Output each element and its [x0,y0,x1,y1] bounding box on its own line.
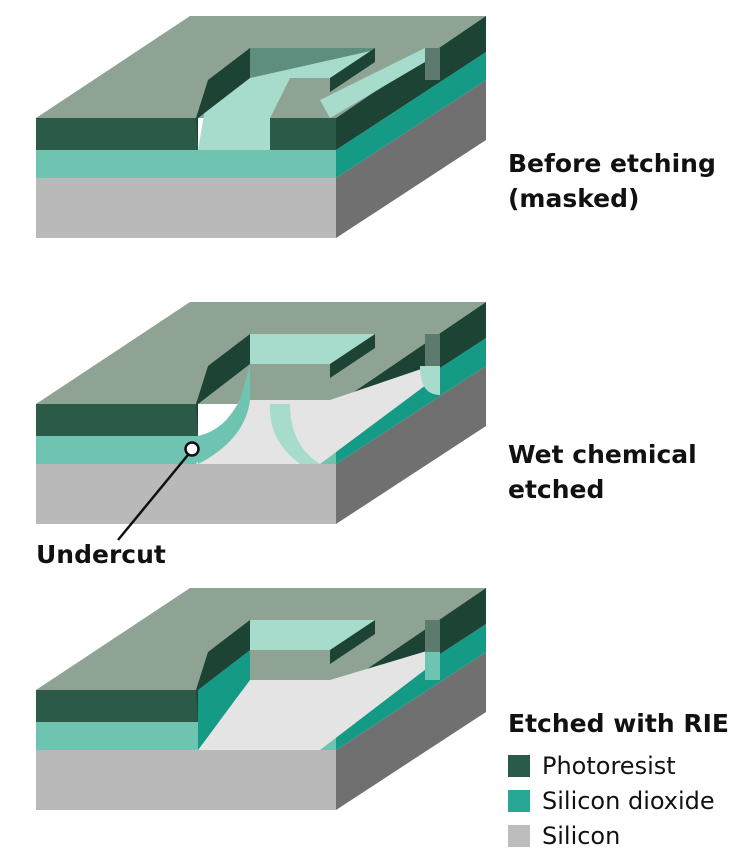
channel-oxide [425,652,440,680]
etched-floor [196,366,430,464]
mask-opening-wall-back [250,48,375,78]
legend-item-photoresist: Photoresist [508,748,715,783]
photoresist-front-face [36,118,198,150]
legend-swatch-photoresist [508,754,530,777]
oxide-side-face [336,624,486,750]
label-before-etching: Before etching (masked) [508,146,716,216]
mask-opening-floor [198,48,375,150]
photoresist-side-face [336,16,486,150]
undercut-curve-left [198,364,250,464]
mask-opening-wall-right [330,620,375,664]
label-before-line2: (masked) [508,184,640,213]
etched-floor [198,650,430,750]
silicon-side-face [336,366,486,524]
label-rie-etched: Etched with RIE [508,709,729,738]
silicon-front-face [36,750,336,810]
legend-label-silicon: Silicon [542,821,621,850]
label-before-line1: Before etching [508,149,716,178]
silicon-front-face [36,178,336,238]
block-wet-etched [36,302,486,541]
photoresist-front-face [36,690,198,722]
mask-opening-wall-right [330,334,375,378]
oxide-front-face [36,150,336,178]
legend: Photoresist Silicon dioxide Silicon [508,748,715,853]
mask-opening-wall-left [196,620,250,722]
legend-item-silicon-dioxide: Silicon dioxide [508,783,715,818]
undercut-pointer-line [117,449,193,541]
legend-label-photoresist: Photoresist [542,751,676,780]
block-before-etching [36,16,486,238]
channel-wall [425,334,440,366]
label-undercut: Undercut [36,540,166,569]
silicon-side-face [336,80,486,238]
legend-swatch-silicon [508,824,530,847]
oxide-side-face [336,52,486,178]
legend-label-silicon-dioxide: Silicon dioxide [542,786,715,815]
undercut-marker [184,441,200,457]
label-wet-line2: etched [508,475,605,504]
label-wet-etched: Wet chemical etched [508,437,697,507]
channel-wall [425,620,440,652]
mask-opening-wall-left [196,48,250,150]
channel-wall [425,48,440,80]
mask-opening-wall-left [196,334,250,436]
photoresist-front-face-right [270,118,336,150]
block-rie-etched [36,588,486,810]
trench-wall-left [198,650,250,750]
legend-item-silicon: Silicon [508,818,715,853]
channel-floor [320,48,425,118]
photoresist-front-face [36,404,198,436]
legend-swatch-silicon-dioxide [508,789,530,812]
label-wet-line1: Wet chemical [508,440,697,469]
silicon-side-face [336,652,486,810]
undercut-curve-far [420,366,440,395]
undercut-curve-right [269,404,320,464]
mask-opening-wall-right [330,48,375,92]
silicon-front-face [36,464,336,524]
oxide-side-face [336,338,486,464]
